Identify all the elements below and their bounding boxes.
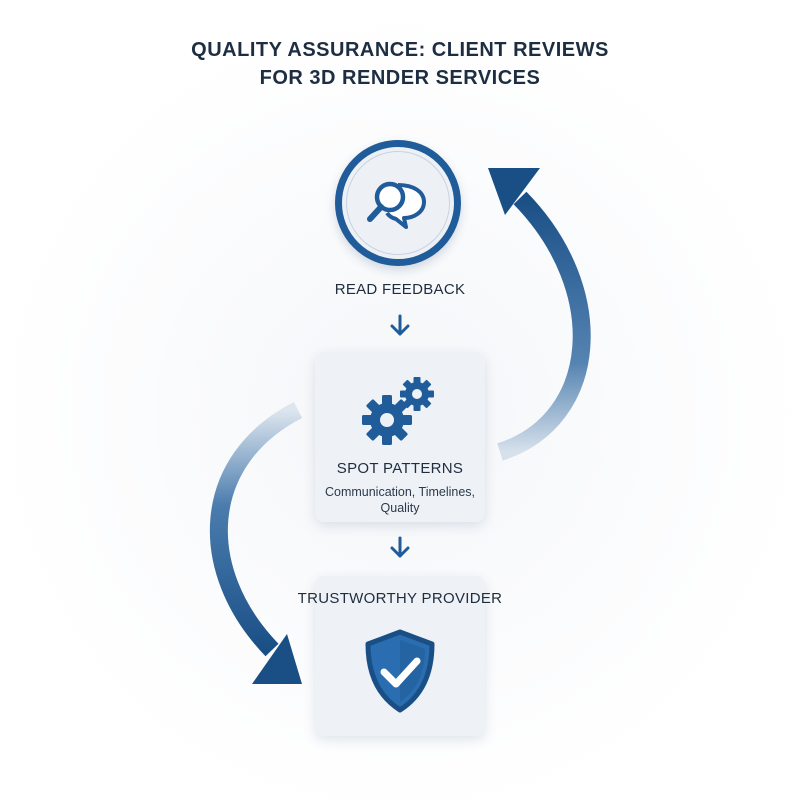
step-label-spot-patterns: SPOT PATTERNS: [336, 460, 464, 477]
cycle-arrow-right: [497, 191, 591, 461]
magnifier-chat-icon: [367, 181, 426, 229]
down-arrow-icon: [390, 536, 410, 558]
cycle-arrow-right-head: [488, 168, 540, 215]
title-line-2: FOR 3D RENDER SERVICES: [259, 67, 541, 89]
gears-icon: [362, 377, 434, 445]
step-label-read-feedback: READ FEEDBACK: [334, 281, 466, 298]
read-feedback-badge: [335, 140, 461, 266]
step-label-trustworthy-provider: TRUSTWORTHY PROVIDER: [297, 590, 503, 607]
step-sublabel-spot-patterns: Communication, Timelines, Quality: [324, 485, 476, 515]
shield-check-icon: [365, 629, 435, 713]
diagram-title: QUALITY ASSURANCE: CLIENT REVIEWS FOR 3D…: [0, 36, 800, 92]
cycle-arrow-left: [209, 401, 303, 657]
down-arrow-icon: [390, 314, 410, 336]
cycle-arrow-left-head: [252, 634, 302, 684]
title-line-1: QUALITY ASSURANCE: CLIENT REVIEWS: [191, 39, 609, 61]
spot-patterns-card: [315, 352, 485, 522]
trustworthy-provider-card: [315, 576, 485, 736]
